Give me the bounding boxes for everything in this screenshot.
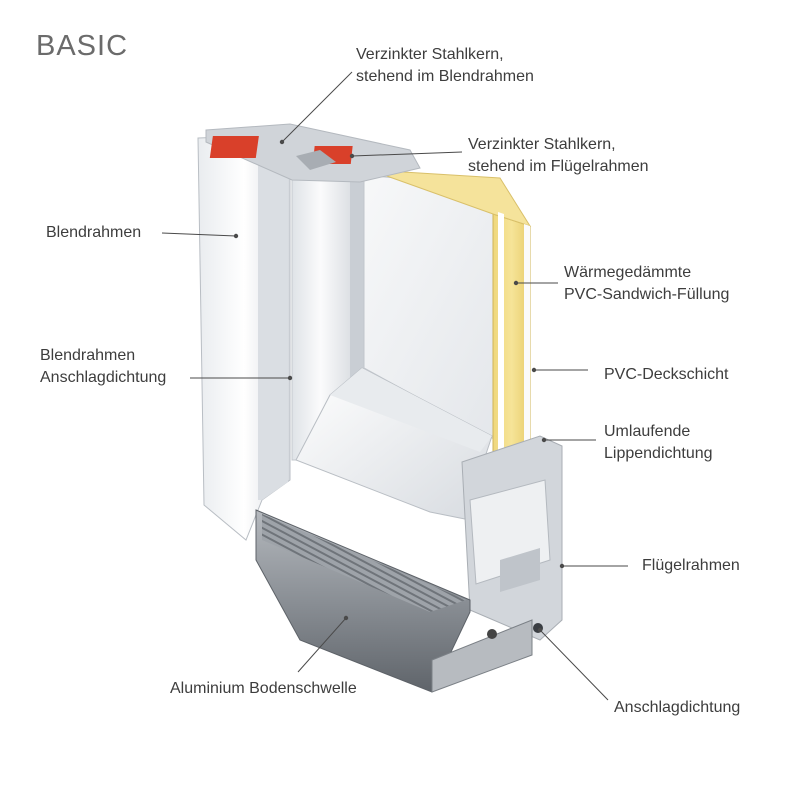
- page-title: BASIC: [36, 30, 129, 62]
- leader-stahlkern-fluegelrahmen: [351, 151, 463, 157]
- leader-anschlagdichtung: [539, 629, 609, 701]
- label-fluegelrahmen: Flügelrahmen: [642, 557, 740, 574]
- label-aluminium-bodenschwelle: Aluminium Bodenschwelle: [170, 680, 357, 697]
- leader-bodenschwelle: [297, 617, 347, 673]
- label-waermegedaemmte-fuellung: Wärmegedämmte PVC-Sandwich-Füllung: [564, 264, 730, 303]
- label-pvc-deckschicht: PVC-Deckschicht: [604, 366, 729, 383]
- label-anschlagdichtung: Anschlagdichtung: [614, 699, 741, 716]
- label-lippendichtung: Umlaufende Lippendichtung: [604, 423, 713, 462]
- stahlkern-blendrahmen: [209, 136, 259, 158]
- label-stahlkern-fluegelrahmen: Verzinkter Stahlkern, stehend im Flügelr…: [468, 136, 649, 175]
- leader-blendrahmen: [161, 232, 237, 237]
- leader-stahlkern-blendrahmen: [281, 71, 353, 143]
- label-stahlkern-blendrahmen: Verzinkter Stahlkern, stehend im Blendra…: [356, 46, 534, 85]
- label-blendrahmen-anschlagdichtung: Blendrahmen Anschlagdichtung: [40, 347, 167, 386]
- label-blendrahmen: Blendrahmen: [46, 224, 142, 241]
